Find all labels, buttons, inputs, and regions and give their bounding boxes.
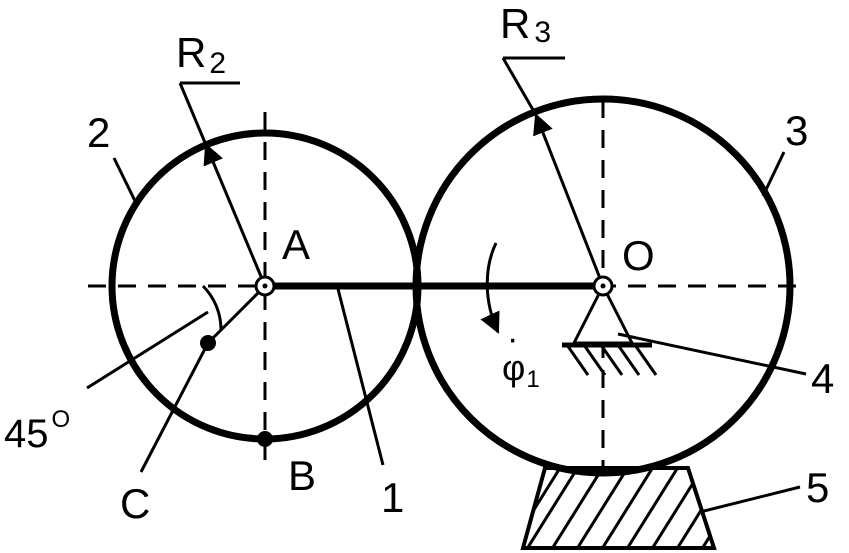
base-outline [520, 466, 717, 550]
leader-2 [112, 157, 138, 204]
ground-hatch-5 [633, 344, 658, 376]
label-angle-degree: O [52, 406, 71, 433]
ground-hatch-3 [599, 344, 624, 376]
pivot-o-center [600, 283, 606, 289]
angle-arc-45 [201, 284, 223, 331]
label-phi-letter: φ [502, 347, 525, 388]
label-r2-sub: 2 [209, 47, 226, 80]
label-r2-letter: R [176, 29, 206, 76]
label-part-1: 1 [381, 474, 404, 521]
label-point-o: O [622, 232, 655, 279]
base-hatch [568, 468, 632, 548]
base-hatch [593, 468, 657, 548]
base-hatch [643, 468, 707, 548]
label-part-4: 4 [811, 355, 834, 402]
base-hatch [523, 468, 582, 548]
rotation-arrow [480, 242, 500, 334]
pivot-a-center [262, 283, 268, 289]
leader-45 [86, 310, 209, 390]
label-r3-letter: R [500, 0, 530, 47]
base-hatch [693, 468, 714, 548]
leader-4 [617, 332, 807, 376]
base-hatch [543, 468, 607, 548]
label-phi-dot: · [507, 320, 518, 358]
ground-hatch-2 [582, 344, 607, 376]
label-point-b: B [288, 452, 316, 499]
label-part-3: 3 [785, 107, 808, 154]
leader-3 [761, 151, 786, 197]
point-b-dot [257, 431, 273, 447]
leader-r2 [178, 82, 208, 146]
label-phi: φ1 [502, 347, 540, 393]
label-part-5: 5 [806, 464, 829, 511]
radius-to-c [206, 284, 267, 345]
ground-hatch-4 [616, 344, 641, 376]
label-point-a: A [282, 221, 310, 268]
leader-r3 [501, 57, 538, 116]
base-hatch [618, 468, 682, 548]
ground-hatch-1 [565, 344, 590, 376]
label-point-c: C [120, 480, 150, 527]
label-phi-sub: 1 [526, 366, 539, 393]
leader-1 [336, 288, 385, 466]
leader-c [139, 342, 210, 473]
label-r3-sub: 3 [534, 16, 551, 49]
base-hatch [523, 468, 562, 541]
label-part-2: 2 [87, 109, 110, 156]
label-angle-value: 45 [4, 412, 49, 456]
leader-5 [699, 485, 801, 514]
radius-r2-arrow [203, 143, 267, 287]
radius-r3-arrow [533, 113, 605, 287]
